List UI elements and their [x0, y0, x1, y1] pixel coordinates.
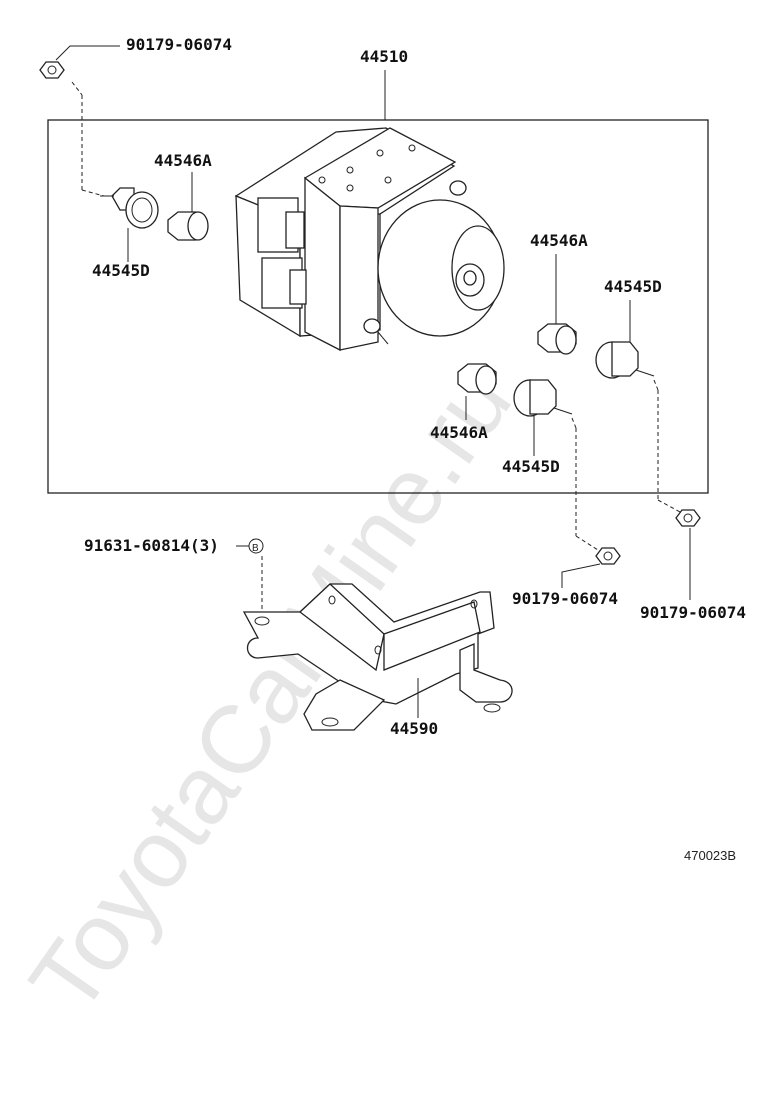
- nut-bottom-right[interactable]: [675, 509, 701, 527]
- figure-ref: 470023B: [684, 848, 736, 863]
- grommet-right[interactable]: [595, 341, 655, 379]
- label-cushion-right[interactable]: 44546A: [530, 231, 588, 250]
- bolt-marker-letter: B: [252, 543, 259, 554]
- label-nut-bottom-mid[interactable]: 90179-06074: [512, 589, 618, 608]
- label-cushion-lower[interactable]: 44546A: [430, 423, 488, 442]
- label-cushion-upper-left[interactable]: 44546A: [154, 151, 212, 170]
- label-grommet-right[interactable]: 44545D: [604, 277, 662, 296]
- watermark-text: ToyotaCarMine.ru: [10, 350, 532, 1032]
- cushion-right[interactable]: [537, 323, 577, 355]
- grommet-upper-left[interactable]: [100, 187, 159, 229]
- bracket-44590[interactable]: [242, 583, 513, 731]
- bolt-marker-circle: [248, 538, 264, 554]
- cushion-lower[interactable]: [457, 363, 497, 395]
- assembly-frame: [47, 119, 709, 494]
- nut-bottom-mid[interactable]: [595, 547, 621, 565]
- nut-top-left[interactable]: [39, 61, 65, 79]
- abs-actuator: [234, 127, 505, 352]
- label-bolt[interactable]: 91631-60814(3): [84, 536, 219, 555]
- label-grommet-upper-left[interactable]: 44545D: [92, 261, 150, 280]
- label-nut-bottom-right[interactable]: 90179-06074: [640, 603, 746, 622]
- grommet-lower[interactable]: [513, 379, 573, 417]
- label-bracket[interactable]: 44590: [390, 719, 438, 738]
- label-nut-top-left[interactable]: 90179-06074: [126, 35, 232, 54]
- cushion-upper-left[interactable]: [167, 211, 209, 241]
- label-44510[interactable]: 44510: [360, 47, 408, 66]
- label-grommet-lower[interactable]: 44545D: [502, 457, 560, 476]
